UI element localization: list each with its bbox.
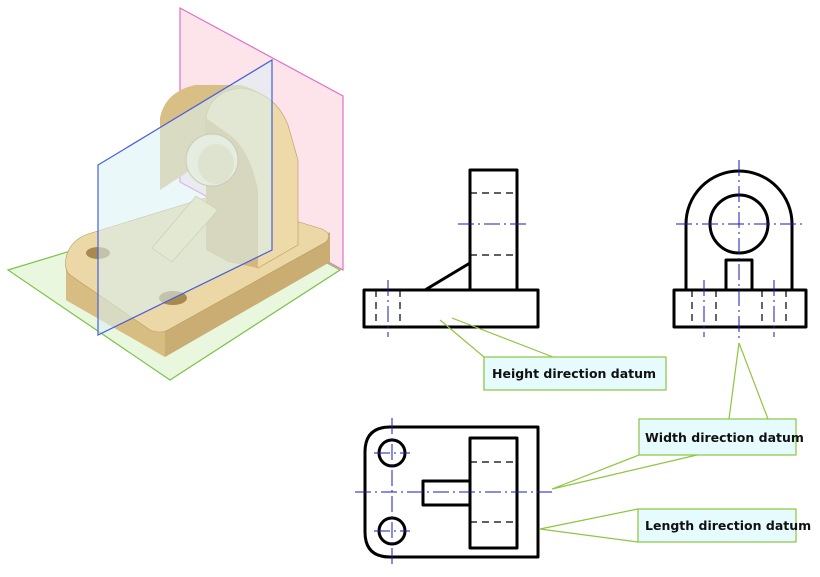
top-view-upright <box>468 436 519 550</box>
length-datum-label: Length direction datum <box>645 518 811 533</box>
front-view <box>362 168 540 337</box>
datum-callouts: Height direction datum Width direction d… <box>439 317 811 543</box>
width-datum-leader <box>728 342 769 420</box>
width-datum-label-box <box>638 418 797 456</box>
top-view <box>355 418 552 566</box>
length-datum-label-box <box>637 508 797 543</box>
height-datum-label: Height direction datum <box>492 366 656 381</box>
vertical-datum-plane-blue <box>97 58 273 336</box>
side-view <box>672 160 808 340</box>
front-view-base <box>362 288 540 329</box>
isometric-part-view <box>6 6 344 381</box>
height-datum-leader <box>439 319 485 390</box>
front-view-rib <box>424 261 471 292</box>
top-view-rib <box>421 479 472 507</box>
width-datum-label: Width direction datum <box>645 430 804 445</box>
length-datum-leader <box>539 508 639 543</box>
height-datum-label-box <box>483 356 667 391</box>
top-view-outline <box>363 425 540 559</box>
front-view-upright <box>468 168 519 292</box>
